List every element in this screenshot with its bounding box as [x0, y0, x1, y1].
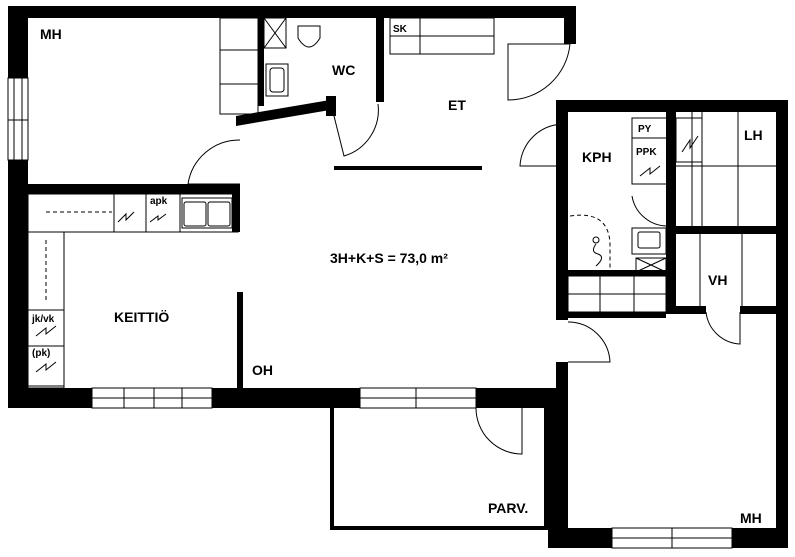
room-label-sk: SK	[393, 24, 408, 35]
room-labels: MH WC SK ET KPH PY PPK LH apk 3H+K+S = 7…	[31, 24, 763, 526]
room-label-pk: (pk)	[32, 348, 50, 359]
interior-walls	[26, 18, 780, 408]
room-label-keittio: KEITTIÖ	[114, 309, 169, 325]
room-label-mh-top: MH	[40, 26, 62, 42]
room-label-parv: PARV.	[488, 500, 528, 516]
fixtures	[27, 17, 776, 389]
room-label-mh-bottom: MH	[740, 510, 762, 526]
windows	[7, 77, 733, 549]
room-label-kph: KPH	[582, 149, 612, 165]
room-label-et: ET	[448, 97, 466, 113]
room-label-apk: apk	[150, 196, 168, 207]
room-label-ppk: PPK	[636, 147, 657, 158]
room-label-oh: OH	[252, 362, 273, 378]
room-label-lh: LH	[744, 127, 763, 143]
room-label-jkvk: jk/vk	[31, 314, 55, 325]
door-swings	[187, 43, 741, 455]
area-label: 3H+K+S = 73,0 m²	[330, 250, 448, 266]
room-label-vh: VH	[708, 272, 727, 288]
room-label-wc: WC	[332, 62, 355, 78]
room-label-py: PY	[638, 124, 652, 135]
